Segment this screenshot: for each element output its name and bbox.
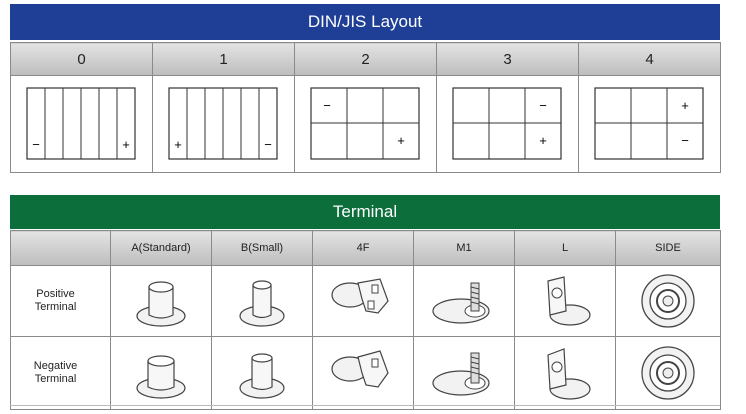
plus-sign: + — [681, 98, 689, 113]
side-terminal-icon — [641, 346, 695, 400]
layout-header-1: 1 — [152, 42, 295, 76]
terminal-header-a-standard: A(Standard) — [110, 230, 212, 266]
terminal-header-blank — [10, 230, 111, 266]
layout-diagram-2: − + — [294, 75, 437, 173]
terminal-header-m1: M1 — [413, 230, 515, 266]
plus-sign: + — [174, 137, 182, 152]
plus-sign: + — [397, 133, 405, 148]
terminal-4f-positive — [312, 265, 414, 337]
terminal-banner: Terminal — [10, 195, 720, 229]
layout-diagram-1: + − — [152, 75, 295, 173]
row-label-line: Negative — [33, 360, 78, 372]
layout-header-0: 0 — [10, 42, 153, 76]
terminal-a-positive — [110, 265, 212, 337]
layout-header-4: 4 — [578, 42, 721, 76]
terminal-header-4f: 4F — [312, 230, 414, 266]
minus-sign: − — [32, 137, 40, 152]
terminal-m1-positive — [413, 265, 515, 337]
terminal-side-positive — [615, 265, 721, 337]
4f-flag-icon — [331, 278, 389, 314]
layout-diagram-4: + − — [578, 75, 721, 173]
terminal-l-positive — [514, 265, 616, 337]
row-label-line: Terminal — [34, 373, 77, 385]
l-bracket-icon — [547, 348, 591, 400]
row-label-line: Positive — [36, 288, 75, 300]
layout-table: 0 1 2 3 4 − + + − — [10, 42, 721, 173]
standard-post-icon — [136, 355, 186, 399]
small-post-icon — [239, 280, 285, 327]
din-jis-layout-banner: DIN/JIS Layout — [10, 4, 720, 40]
layout-diagram-0: − + — [10, 75, 153, 173]
terminal-side-negative — [615, 336, 721, 410]
minus-sign: − — [264, 137, 272, 152]
negative-terminal-label: Negative Terminal — [10, 336, 111, 410]
m1-bolt-icon — [432, 282, 490, 324]
minus-sign: − — [681, 133, 689, 148]
battery-layout-1-icon: + − — [167, 87, 278, 160]
standard-post-icon — [136, 281, 186, 327]
4f-flag-icon — [331, 350, 389, 388]
terminal-b-negative — [211, 336, 313, 410]
terminal-section-title: Terminal — [332, 202, 398, 221]
l-bracket-icon — [547, 276, 591, 326]
positive-terminal-label: Positive Terminal — [10, 265, 111, 337]
bottom-divider — [10, 405, 720, 406]
terminal-l-negative — [514, 336, 616, 410]
terminal-header-side: SIDE — [615, 230, 721, 266]
terminal-a-negative — [110, 336, 212, 410]
plus-sign: + — [122, 137, 130, 152]
side-terminal-icon — [641, 274, 695, 328]
minus-sign: − — [323, 98, 331, 113]
m1-bolt-icon — [432, 352, 490, 396]
battery-layout-3-icon: − + — [451, 87, 562, 160]
layout-section-title: DIN/JIS Layout — [307, 12, 423, 31]
layout-header-2: 2 — [294, 42, 437, 76]
small-post-icon — [239, 353, 285, 399]
battery-layout-0-icon: − + — [25, 87, 136, 160]
battery-layout-4-icon: + − — [593, 87, 704, 160]
layout-header-3: 3 — [436, 42, 579, 76]
row-label-line: Terminal — [34, 301, 77, 313]
battery-layout-2-icon: − + — [309, 87, 420, 160]
minus-sign: − — [539, 98, 547, 113]
terminal-m1-negative — [413, 336, 515, 410]
terminal-b-positive — [211, 265, 313, 337]
terminal-header-l: L — [514, 230, 616, 266]
terminal-table: A(Standard) B(Small) 4F M1 L SIDE Positi… — [10, 230, 721, 410]
terminal-header-b-small: B(Small) — [211, 230, 313, 266]
terminal-4f-negative — [312, 336, 414, 410]
layout-diagram-3: − + — [436, 75, 579, 173]
plus-sign: + — [539, 133, 547, 148]
